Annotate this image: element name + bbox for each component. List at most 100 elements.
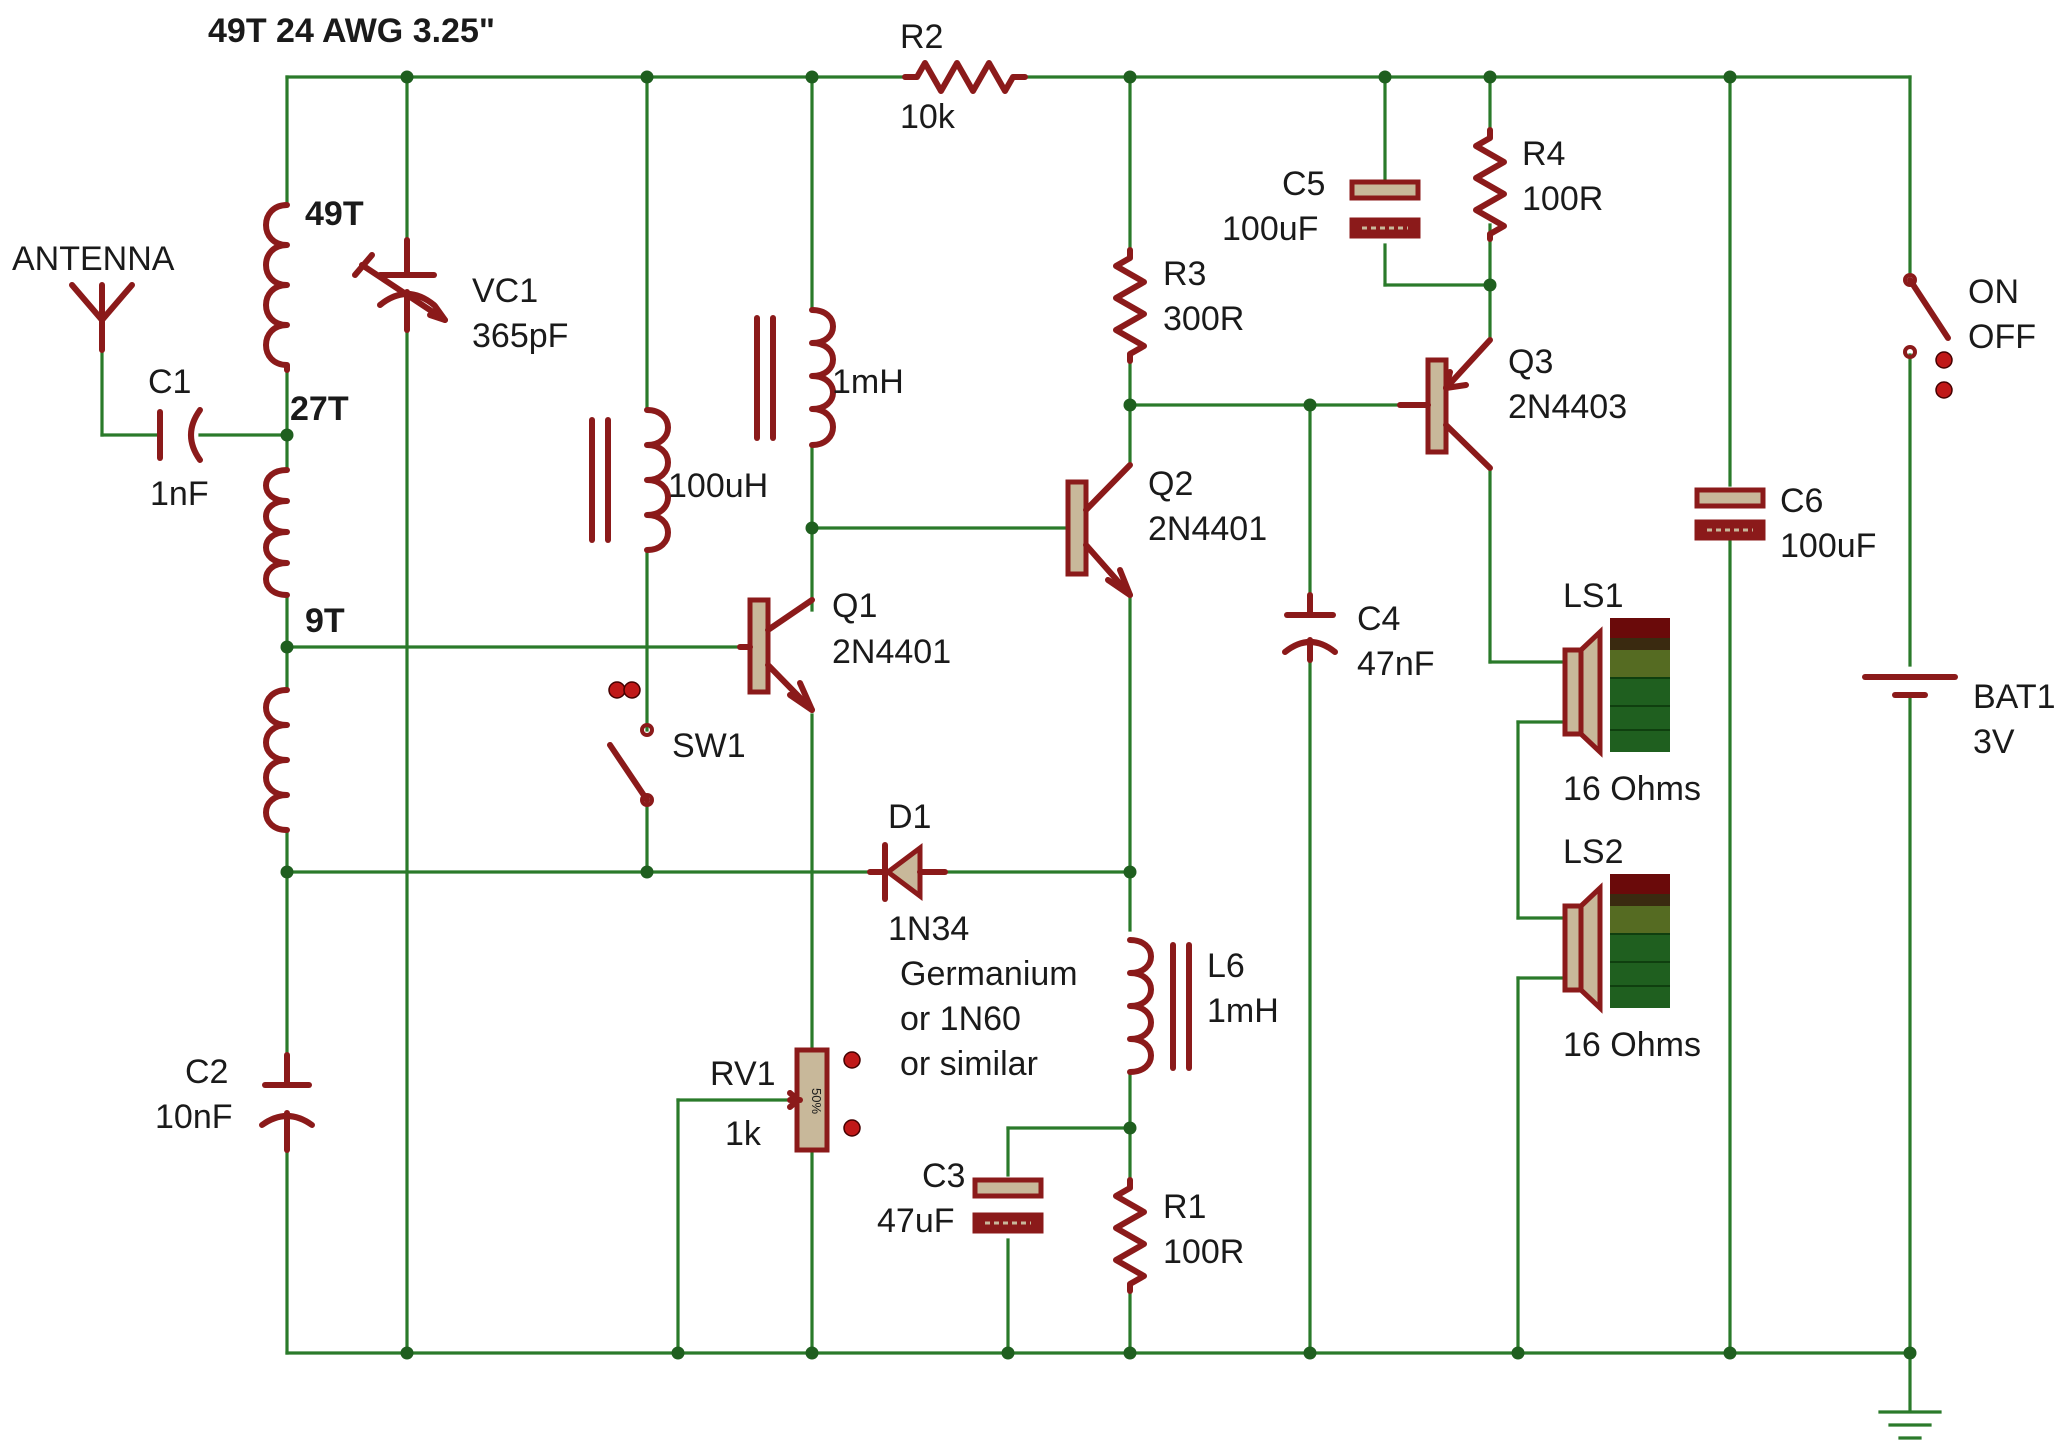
junction: [1903, 1346, 1917, 1360]
junction: [1123, 398, 1137, 412]
junction: [280, 640, 294, 654]
q2-value: 2N4401: [1148, 510, 1267, 548]
junction: [1378, 70, 1392, 84]
r3-ref: R3: [1163, 255, 1206, 293]
ls1-ref: LS1: [1563, 577, 1624, 615]
antenna-icon: [69, 282, 135, 353]
capacitor-c6: [1694, 487, 1766, 541]
capacitor-c2: [259, 1052, 315, 1153]
tap-27t: 27T: [290, 390, 349, 428]
d1-note-similar: or similar: [900, 1045, 1038, 1083]
ls2-value: 16 Ohms: [1563, 1026, 1701, 1064]
rv1-value: 1k: [725, 1115, 762, 1153]
c6-value: 100uF: [1780, 527, 1876, 565]
r2-value: 10k: [900, 98, 956, 136]
c4-ref: C4: [1357, 600, 1400, 638]
junction: [805, 70, 819, 84]
junction: [1303, 1346, 1317, 1360]
junction: [280, 428, 294, 442]
speaker-ls1: [1562, 618, 1670, 758]
ls1-value: 16 Ohms: [1563, 770, 1701, 808]
c1-value: 1nF: [150, 475, 209, 513]
coil-spec-title: 49T 24 AWG 3.25": [208, 12, 495, 50]
junction: [640, 70, 654, 84]
junction: [400, 1346, 414, 1360]
c2-value: 10nF: [155, 1098, 233, 1136]
r1-value: 100R: [1163, 1233, 1244, 1271]
battery-bat1: [1862, 674, 1958, 698]
r3-value: 300R: [1163, 300, 1244, 338]
l6-value: 1mH: [1207, 992, 1279, 1030]
capacitor-c4: [1282, 592, 1338, 663]
capacitor-c5: [1349, 179, 1421, 239]
inductor-1mh: [754, 307, 836, 448]
d1-value: 1N34: [888, 910, 969, 948]
wires: [100, 75, 1912, 1412]
q1-value: 2N4401: [832, 633, 951, 671]
junction: [671, 1346, 685, 1360]
junction: [640, 865, 654, 879]
c6-ref: C6: [1780, 482, 1823, 520]
bat1-value: 3V: [1973, 723, 2015, 761]
diode-d1: [867, 842, 948, 902]
junction: [1123, 865, 1137, 879]
resistor-r1: [1113, 1177, 1147, 1294]
q3-ref: Q3: [1508, 343, 1553, 381]
rv1-ref: RV1: [710, 1055, 776, 1093]
l6-ref: L6: [1207, 947, 1245, 985]
junction: [280, 865, 294, 879]
q1-ref: Q1: [832, 587, 877, 625]
junction: [1723, 70, 1737, 84]
antenna-coil: [263, 202, 290, 833]
inductor-l6: [1127, 937, 1192, 1075]
d1-note-germanium: Germanium: [900, 955, 1078, 993]
transistor-q2: [1065, 462, 1133, 598]
bat1-ref: BAT1: [1973, 678, 2056, 716]
junction: [1001, 1346, 1015, 1360]
c3-value: 47uF: [877, 1202, 955, 1240]
l1mh-value: 1mH: [832, 363, 904, 401]
transistor-q3: [1397, 337, 1493, 471]
resistor-r3: [1113, 247, 1147, 364]
tap-9t: 9T: [305, 602, 345, 640]
r4-ref: R4: [1522, 135, 1565, 173]
junction: [805, 1346, 819, 1360]
junction: [805, 521, 819, 535]
resistor-r2: [902, 60, 1028, 94]
vc1-ref: VC1: [472, 272, 538, 310]
ls2-ref: LS2: [1563, 833, 1624, 871]
switch-sw1: [607, 681, 654, 807]
q3-value: 2N4403: [1508, 388, 1627, 426]
tap-49t: 49T: [305, 195, 364, 233]
c5-ref: C5: [1282, 165, 1325, 203]
c1-ref: C1: [148, 363, 191, 401]
q2-ref: Q2: [1148, 465, 1193, 503]
capacitor-c3: [972, 1177, 1044, 1234]
sw1-ref: SW1: [672, 727, 746, 765]
d1-ref: D1: [888, 798, 931, 836]
r2-ref: R2: [900, 18, 943, 56]
capacitor-c1: [157, 407, 203, 463]
ground-icon: [1878, 1410, 1942, 1440]
d1-note-1n60: or 1N60: [900, 1000, 1021, 1038]
inductor-100uh: [589, 407, 671, 553]
antenna-label: ANTENNA: [12, 240, 175, 278]
junction: [1303, 398, 1317, 412]
junction: [1483, 278, 1497, 292]
c3-ref: C3: [922, 1157, 965, 1195]
l100uh-value: 100uH: [668, 467, 768, 505]
labels: 49T 24 AWG 3.25" 49T 27T 9T ANTENNA C1 1…: [12, 12, 2056, 1271]
junction: [1483, 70, 1497, 84]
junction: [1123, 1121, 1137, 1135]
c2-ref: C2: [185, 1053, 228, 1091]
junction: [1511, 1346, 1525, 1360]
rv1-wiper-label: 50%: [809, 1088, 824, 1114]
resistor-r4: [1473, 127, 1507, 242]
power-switch: [1903, 273, 1953, 399]
junction: [1723, 1346, 1737, 1360]
junctions: [280, 70, 1917, 1360]
variable-capacitor-vc1: [352, 237, 448, 333]
junction: [400, 70, 414, 84]
r4-value: 100R: [1522, 180, 1603, 218]
